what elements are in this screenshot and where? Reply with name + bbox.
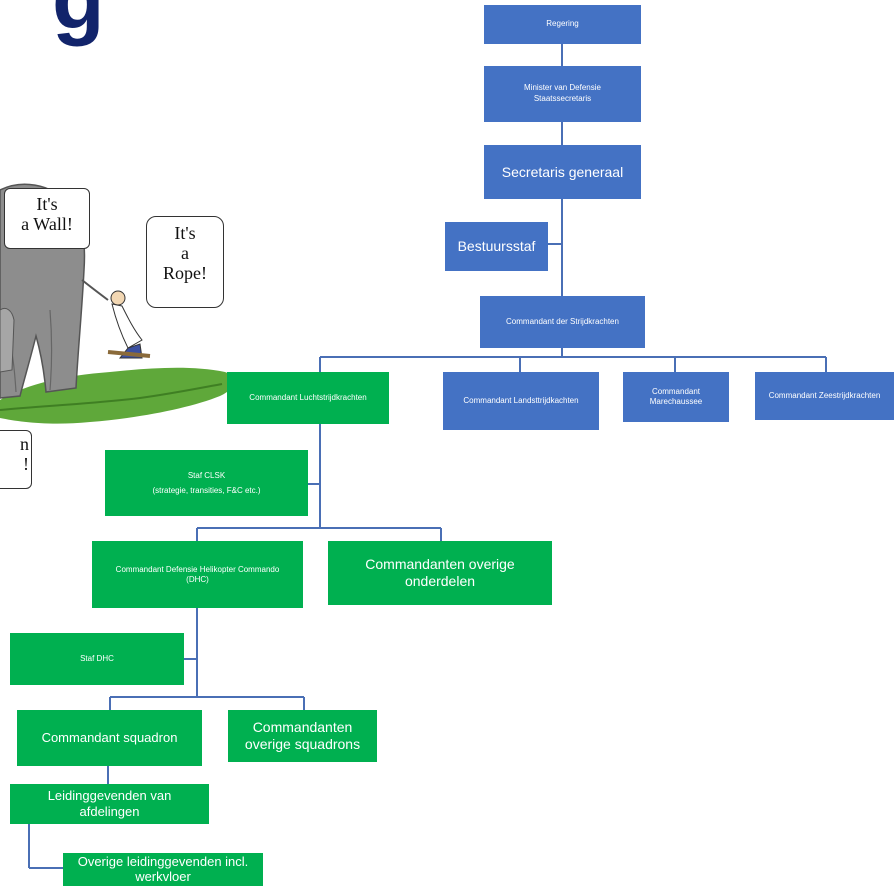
org-node-staf-clsk: Staf CLSK (strategie, transities, F&C et…	[105, 450, 308, 516]
org-node-marechaussee: Commandant Marechaussee	[623, 372, 729, 422]
org-node-leidinggevenden-afdelingen: Leidinggevenden van afdelingen	[10, 784, 209, 824]
org-node-overige-onderdelen: Commandanten overige onderdelen	[328, 541, 552, 605]
org-node-minister: Minister van Defensie Staatssecretaris	[484, 66, 641, 122]
org-node-commandant-strijdkrachten: Commandant der Strijdkrachten	[480, 296, 645, 348]
org-node-bestuursstaf: Bestuursstaf	[445, 222, 548, 271]
slide-title-fragment: g	[52, 0, 105, 42]
org-node-commandant-squadron: Commandant squadron	[17, 710, 202, 766]
org-node-landstrijdkrachten: Commandant Landsttrijdkachten	[443, 372, 599, 430]
org-node-zeestrijdkrachten: Commandant Zeestrijdkrachten	[755, 372, 894, 420]
speech-bubble-cropped: n !	[0, 430, 32, 489]
org-node-staf-dhc: Staf DHC	[10, 633, 184, 685]
speech-bubble-rope: It's a Rope!	[146, 216, 224, 308]
org-node-dhc: Commandant Defensie Helikopter Commando …	[92, 541, 303, 608]
elephant-cartoon: It's a Wall! It's a Rope! n !	[0, 160, 240, 490]
org-node-secretaris-generaal: Secretaris generaal	[484, 145, 641, 199]
speech-bubble-wall: It's a Wall!	[4, 188, 90, 249]
org-node-werkvloer: Overige leidinggevenden incl. werkvloer	[63, 853, 263, 886]
org-node-clsk: Commandant Luchtstrijdkrachten	[227, 372, 389, 424]
org-node-overige-squadrons: Commandanten overige squadrons	[228, 710, 377, 762]
org-node-regering: Regering	[484, 5, 641, 44]
